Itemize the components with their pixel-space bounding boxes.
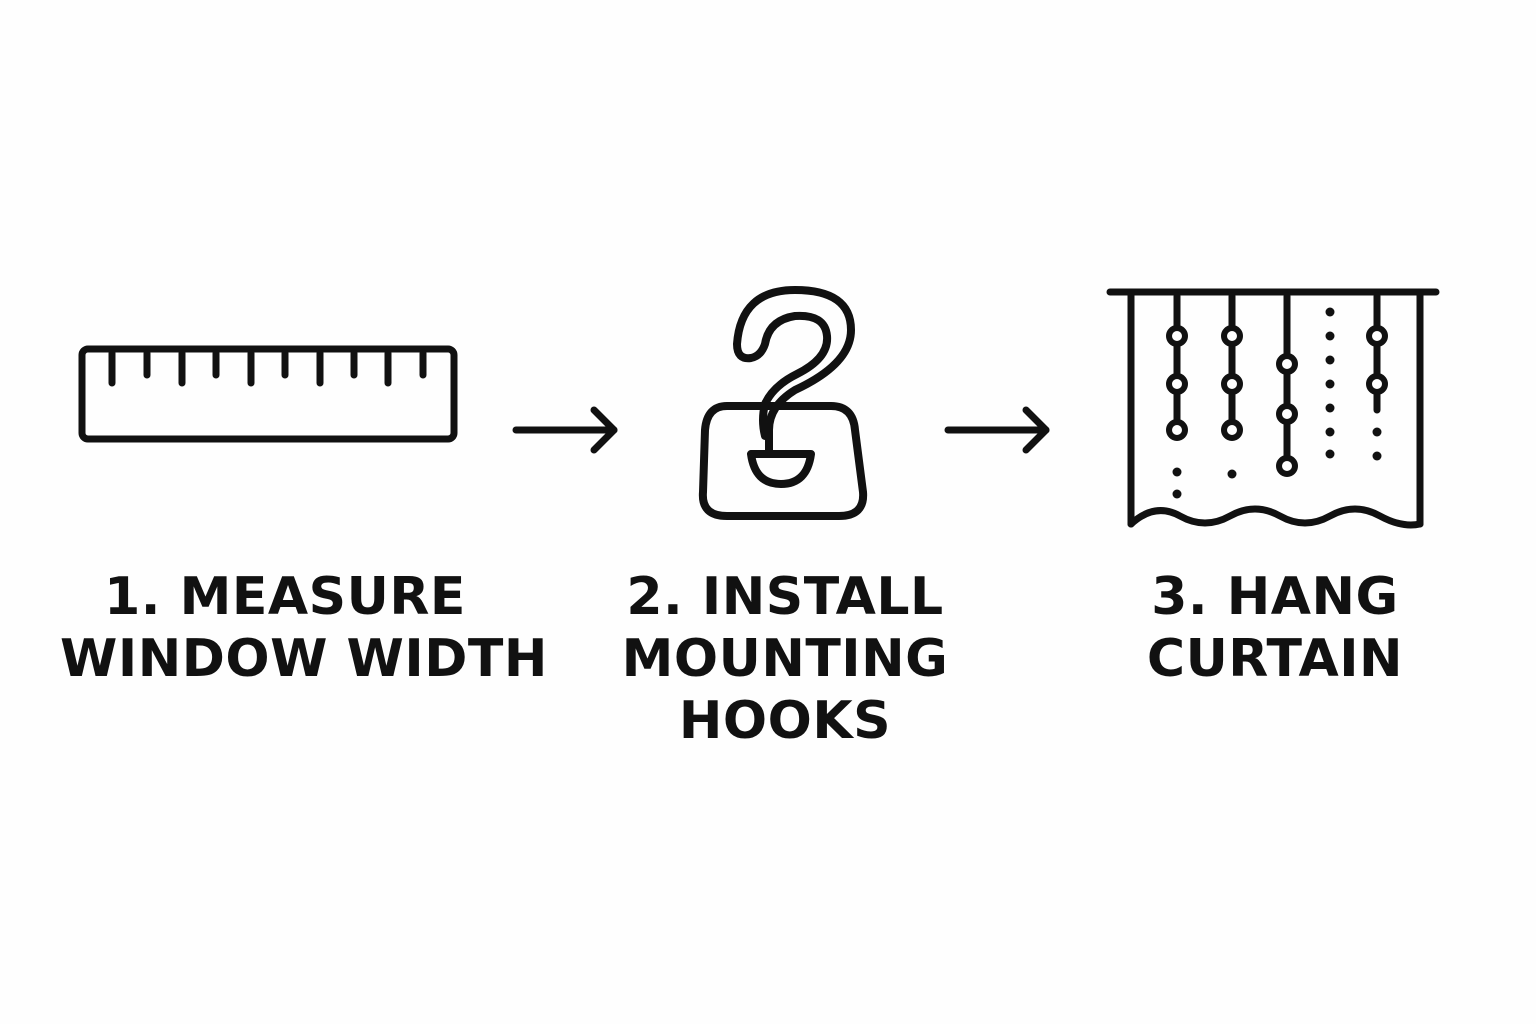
step-3-label-line-1: 3. HANG <box>1151 567 1399 627</box>
step-1-label-line-1: 1. MEASURE <box>104 567 466 627</box>
step-2-label-line-1: 2. INSTALL <box>626 567 944 627</box>
step-2-label-line-2: MOUNTING <box>621 629 949 689</box>
hook-icon <box>685 280 885 530</box>
arrow-right-icon <box>510 400 625 464</box>
curtain-icon <box>1100 280 1445 540</box>
step-3-label-line-2: CURTAIN <box>1146 629 1404 689</box>
arrow-right-icon <box>942 400 1057 464</box>
ruler-icon <box>70 335 470 455</box>
step-1-label-line-2: WINDOW WIDTH <box>60 629 548 689</box>
step-3-label: 3. HANG CURTAIN <box>1050 566 1500 690</box>
step-2-label-line-3: HOOKS <box>678 691 892 751</box>
step-1-label: 1. MEASURE WINDOW WIDTH <box>60 566 548 690</box>
step-2-label: 2. INSTALL MOUNTING HOOKS <box>560 566 1010 752</box>
